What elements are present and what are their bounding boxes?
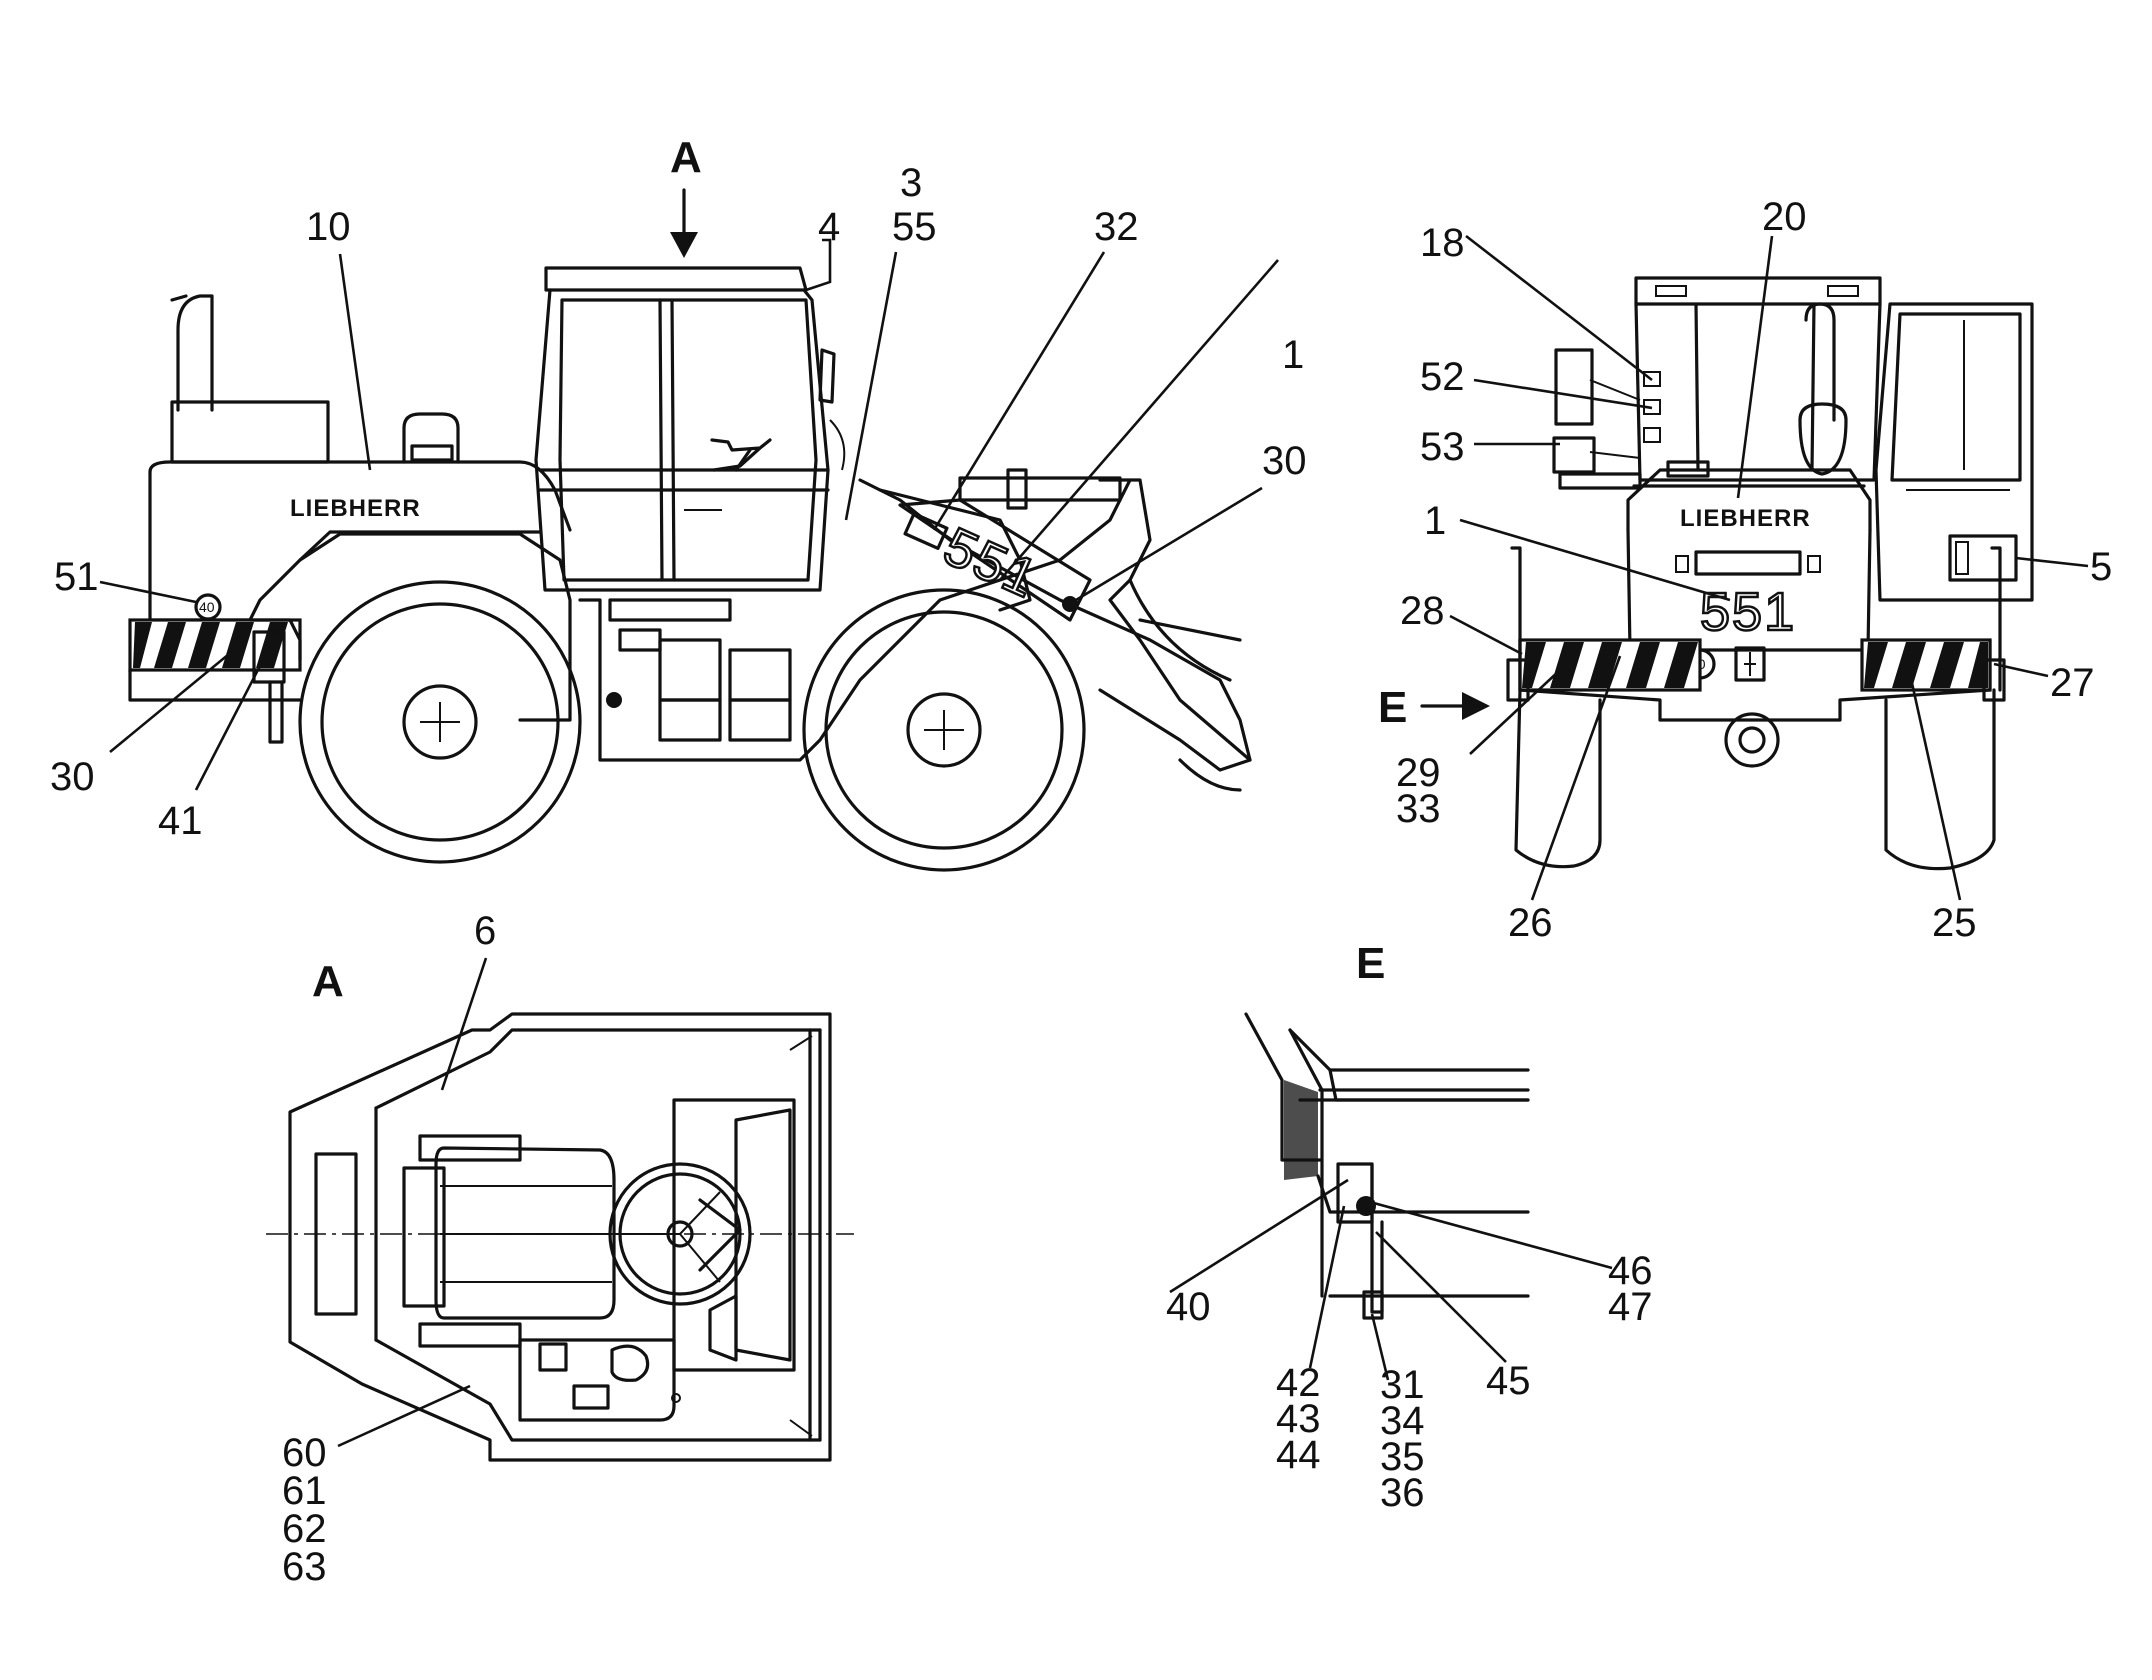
- detail-e-title: E: [1356, 939, 1385, 988]
- rear-right-warning-stripes: [1860, 638, 1992, 692]
- rear-callout-27: 27: [2050, 661, 2095, 705]
- detail-callout-47: 47: [1608, 1285, 1653, 1329]
- side-brand-label: LIEBHERR: [290, 495, 421, 522]
- rear-callout-28: 28: [1400, 589, 1445, 633]
- rear-callout-1: 1: [1424, 499, 1446, 543]
- side-callout-41: 41: [158, 799, 203, 843]
- detail-callout-43: 43: [1276, 1397, 1321, 1441]
- side-callout-3: 3: [900, 161, 922, 205]
- side-callout-30-rear: 30: [50, 755, 95, 799]
- detail-callout-40: 40: [1166, 1285, 1211, 1329]
- side-front-wheel: [802, 588, 1086, 872]
- detail-callout-45: 45: [1486, 1359, 1531, 1403]
- rear-callout-25: 25: [1932, 901, 1977, 945]
- rear-callout-53: 53: [1420, 425, 1465, 469]
- side-callout-1: 1: [1282, 333, 1304, 377]
- detail-e-view: E 40 42 43 44 31 34 35 36 45 46 47: [1166, 939, 1653, 1515]
- operator-seat: [402, 1134, 616, 1348]
- rear-view: LIEBHERR 551 40: [1378, 195, 2112, 945]
- side-view: LIEBHERR 40: [50, 133, 1307, 872]
- detail-callout-34: 34: [1380, 1399, 1425, 1443]
- detail-callout-44: 44: [1276, 1433, 1321, 1477]
- rear-model-decal: 551: [1700, 582, 1796, 642]
- cab-callout-6: 6: [474, 909, 496, 953]
- cab-top-view-title: A: [312, 957, 344, 1006]
- side-rear-warning-stripes: [128, 618, 302, 672]
- side-callout-30-front: 30: [1262, 439, 1307, 483]
- rear-brand-label: LIEBHERR: [1680, 505, 1811, 532]
- side-callout-55: 55: [892, 205, 937, 249]
- rear-callout-33: 33: [1396, 787, 1441, 831]
- detail-callout-31: 31: [1380, 1363, 1425, 1407]
- cab-callout-61: 61: [282, 1469, 327, 1513]
- rear-callout-29: 29: [1396, 751, 1441, 795]
- view-arrow-a: A: [670, 133, 702, 258]
- detail-callout-36: 36: [1380, 1471, 1425, 1515]
- side-callout-32: 32: [1094, 205, 1139, 249]
- rear-callout-26: 26: [1508, 901, 1553, 945]
- rear-callout-20: 20: [1762, 195, 1807, 239]
- cab-callout-60: 60: [282, 1431, 327, 1475]
- side-speed-sign: [194, 593, 222, 621]
- cab-callout-62: 62: [282, 1507, 327, 1551]
- view-arrow-a-label: A: [670, 133, 702, 182]
- side-callout-10: 10: [306, 205, 351, 249]
- cab-top-view: A: [266, 909, 854, 1589]
- rear-callout-52: 52: [1420, 355, 1465, 399]
- cab-callout-63: 63: [282, 1545, 327, 1589]
- rear-callout-5: 5: [2090, 545, 2112, 589]
- detail-callout-35: 35: [1380, 1435, 1425, 1479]
- rear-left-warning-stripes: [1518, 638, 1702, 692]
- side-speed-label: 40: [199, 599, 215, 615]
- rear-callout-18: 18: [1420, 221, 1465, 265]
- view-arrow-e-label: E: [1378, 683, 1407, 732]
- side-callout-4: 4: [818, 205, 840, 249]
- view-arrow-e: E: [1378, 683, 1490, 732]
- detail-callout-42: 42: [1276, 1361, 1321, 1405]
- detail-callout-46: 46: [1608, 1249, 1653, 1293]
- side-rear-wheel: [298, 580, 582, 864]
- side-callout-51: 51: [54, 555, 99, 599]
